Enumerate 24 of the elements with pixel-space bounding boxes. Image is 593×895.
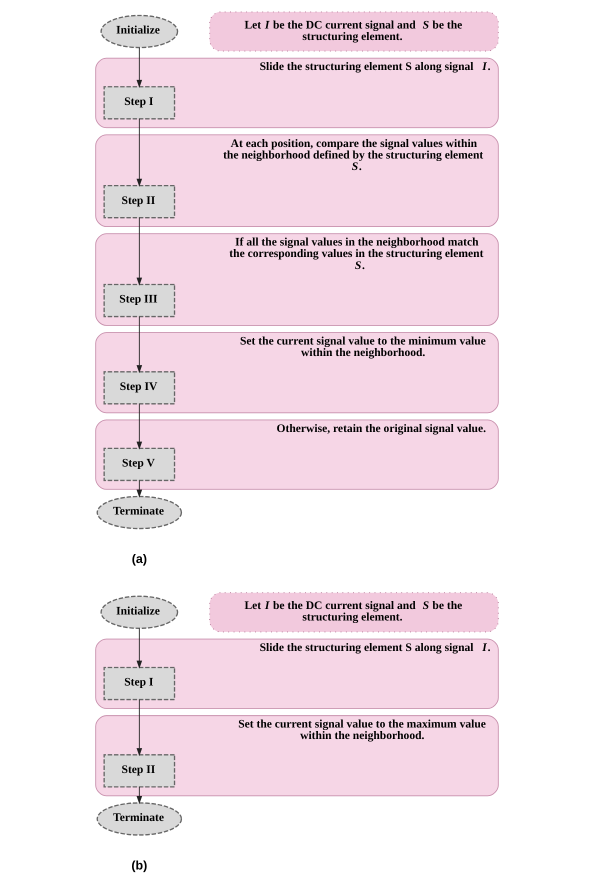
node-box: Step I	[102, 86, 175, 120]
node-box: Let I be the DC current signal and S be the structuring element.	[208, 592, 498, 632]
arrow	[136, 217, 142, 286]
arrow	[136, 404, 142, 450]
node-ellipse: Initialize	[100, 596, 178, 629]
node-box: Let I be the DC current signal and S be the structuring element.	[208, 11, 498, 52]
label: (a)	[131, 552, 147, 566]
node-box: Step III	[102, 284, 175, 318]
arrow	[136, 118, 142, 187]
node-ellipse: Terminate	[96, 802, 182, 836]
arrow	[136, 699, 142, 756]
arrow	[136, 628, 142, 669]
node-ellipse: Terminate	[96, 496, 182, 530]
node-box: Step I	[102, 666, 175, 700]
arrow	[136, 480, 142, 498]
arrow	[136, 47, 142, 88]
node-box: Step V	[102, 448, 175, 482]
node-box: Step II	[102, 754, 175, 788]
node-ellipse: Initialize	[100, 14, 178, 48]
arrow	[136, 786, 142, 804]
arrow	[136, 316, 142, 374]
node-box: Step IV	[102, 371, 175, 405]
node-box: Step II	[102, 184, 175, 218]
label: (b)	[130, 858, 147, 872]
